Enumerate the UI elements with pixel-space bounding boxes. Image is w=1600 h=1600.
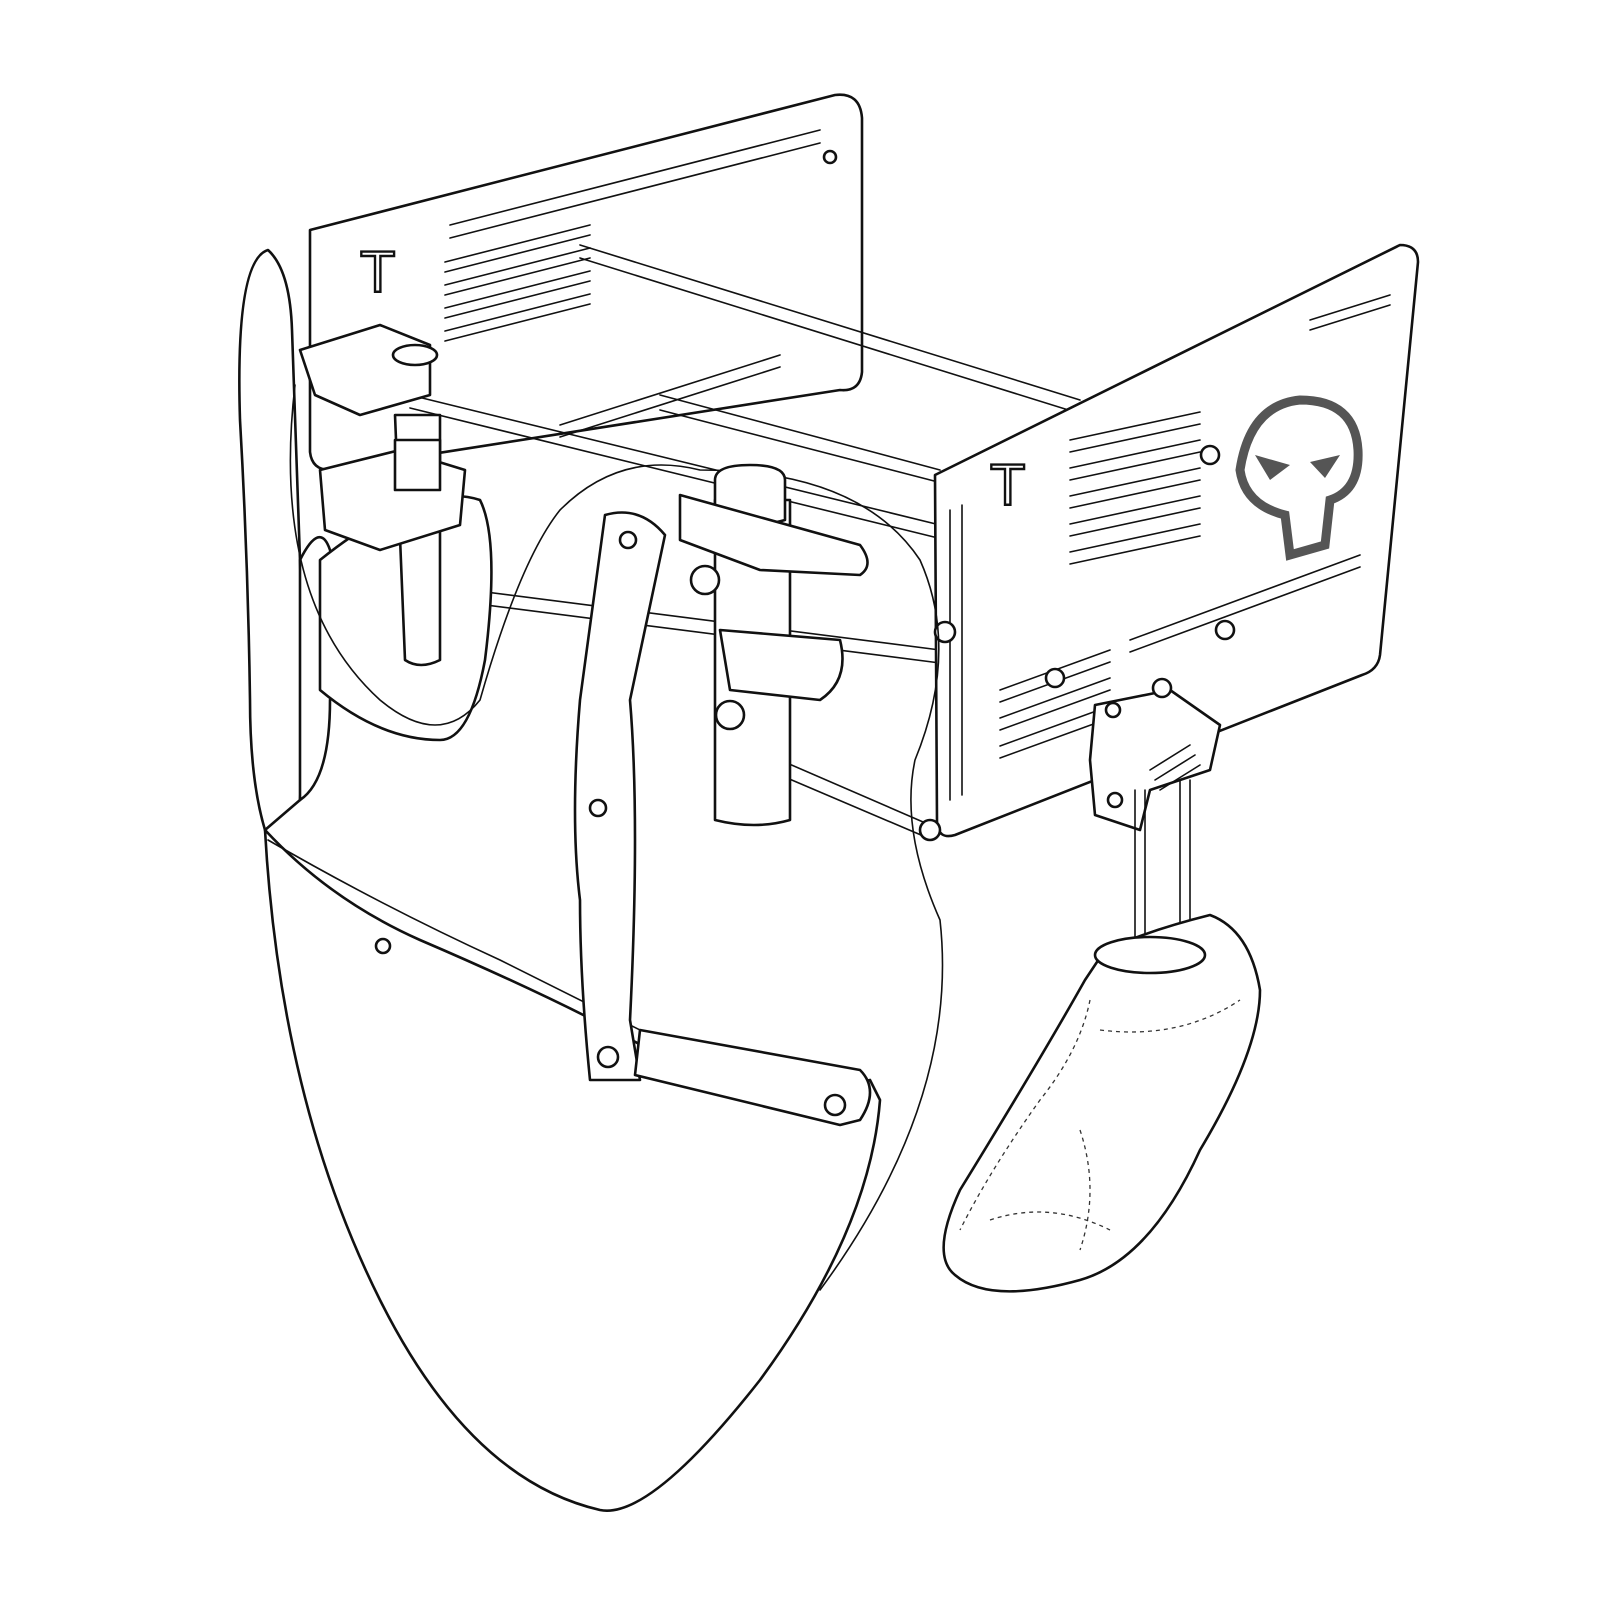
center-clamp-assembly — [678, 463, 869, 827]
bolt-icon — [1106, 791, 1124, 809]
bolt-icon — [823, 1093, 847, 1117]
bolt-icon — [618, 530, 638, 550]
skull-emblem-icon — [1235, 395, 1363, 561]
bolt-icon — [1199, 444, 1221, 466]
bolt-icon — [1151, 677, 1173, 699]
support-rods — [409, 244, 1081, 839]
bolt-icon — [374, 937, 392, 955]
back-mounting-plate: T — [308, 93, 864, 472]
back-plate-logo: T — [360, 240, 395, 305]
bolt-icon — [933, 620, 957, 644]
bolt-icon — [1044, 667, 1066, 689]
back-plate-vent-slots — [444, 129, 821, 438]
bolt-icon — [1214, 619, 1236, 641]
bolt-icon — [1104, 701, 1122, 719]
bolt-icon — [689, 564, 721, 596]
side-mounting-plate: T — [918, 243, 1420, 842]
side-plate-logo: T — [990, 453, 1025, 518]
spring-bracket — [1088, 677, 1222, 971]
storage-pouch — [942, 913, 1262, 1293]
left-clamp-assembly — [298, 323, 467, 667]
bolt-icon — [918, 818, 942, 842]
windshield — [238, 248, 882, 1512]
mounting-strap — [374, 511, 872, 1127]
bolt-icon — [596, 1045, 620, 1069]
bolt-icon — [714, 699, 746, 731]
bolt-icon — [588, 798, 608, 818]
bolt-icon — [822, 149, 838, 165]
